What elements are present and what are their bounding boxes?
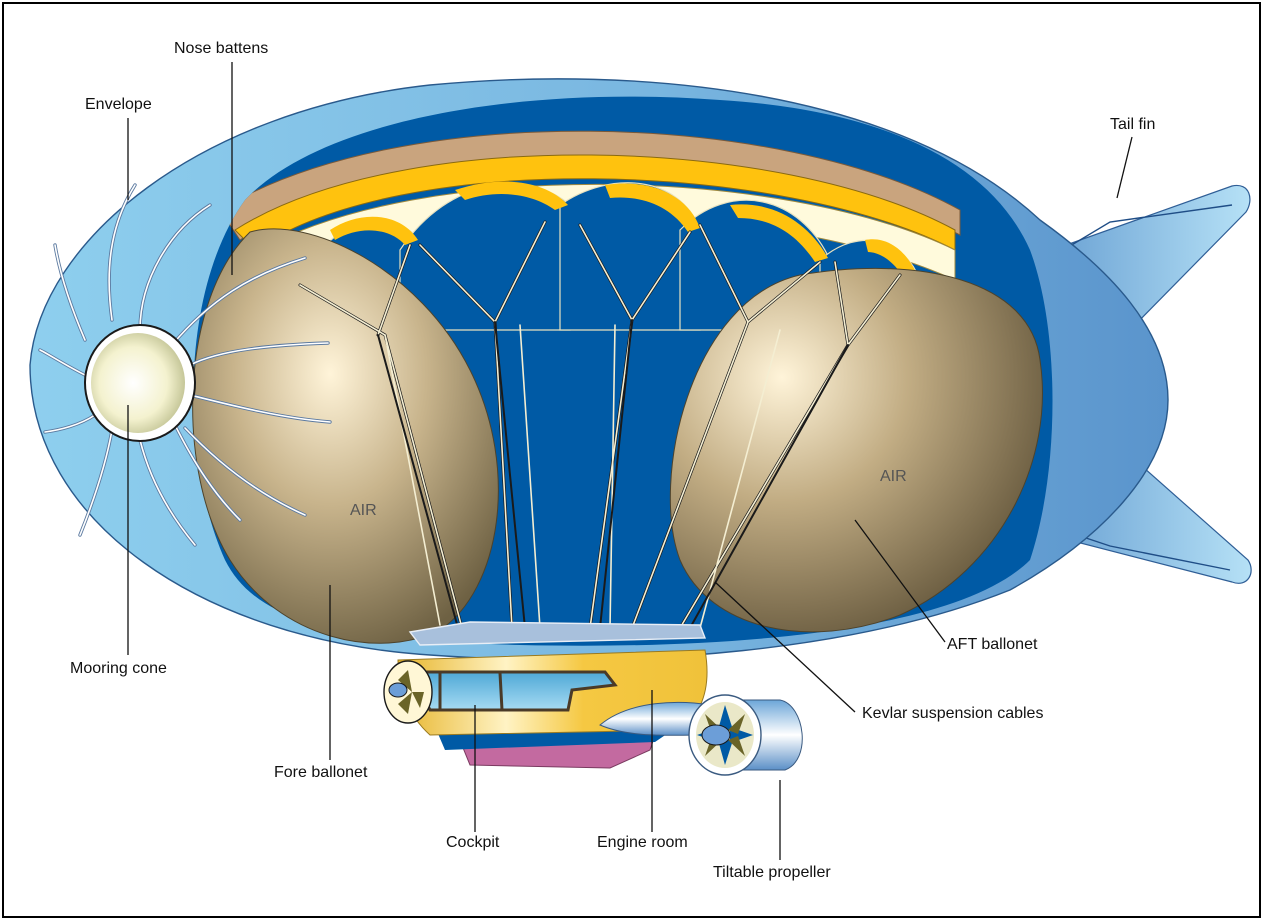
left-engine-pod bbox=[384, 661, 432, 723]
label-fore-ballonet: Fore ballonet bbox=[274, 764, 367, 782]
label-tail-fin: Tail fin bbox=[1110, 116, 1155, 134]
label-engine-room: Engine room bbox=[597, 834, 688, 852]
label-envelope: Envelope bbox=[85, 96, 152, 114]
label-air-aft: AIR bbox=[880, 468, 907, 486]
label-nose-battens: Nose battens bbox=[174, 40, 268, 58]
label-air-fore: AIR bbox=[350, 502, 377, 520]
label-mooring-cone: Mooring cone bbox=[70, 660, 167, 678]
label-kevlar-suspension-cables: Kevlar suspension cables bbox=[862, 705, 1043, 723]
label-aft-ballonet: AFT ballonet bbox=[947, 636, 1037, 654]
mooring-cone bbox=[85, 325, 195, 441]
label-tiltable-propeller: Tiltable propeller bbox=[713, 864, 831, 882]
label-cockpit: Cockpit bbox=[446, 834, 499, 852]
